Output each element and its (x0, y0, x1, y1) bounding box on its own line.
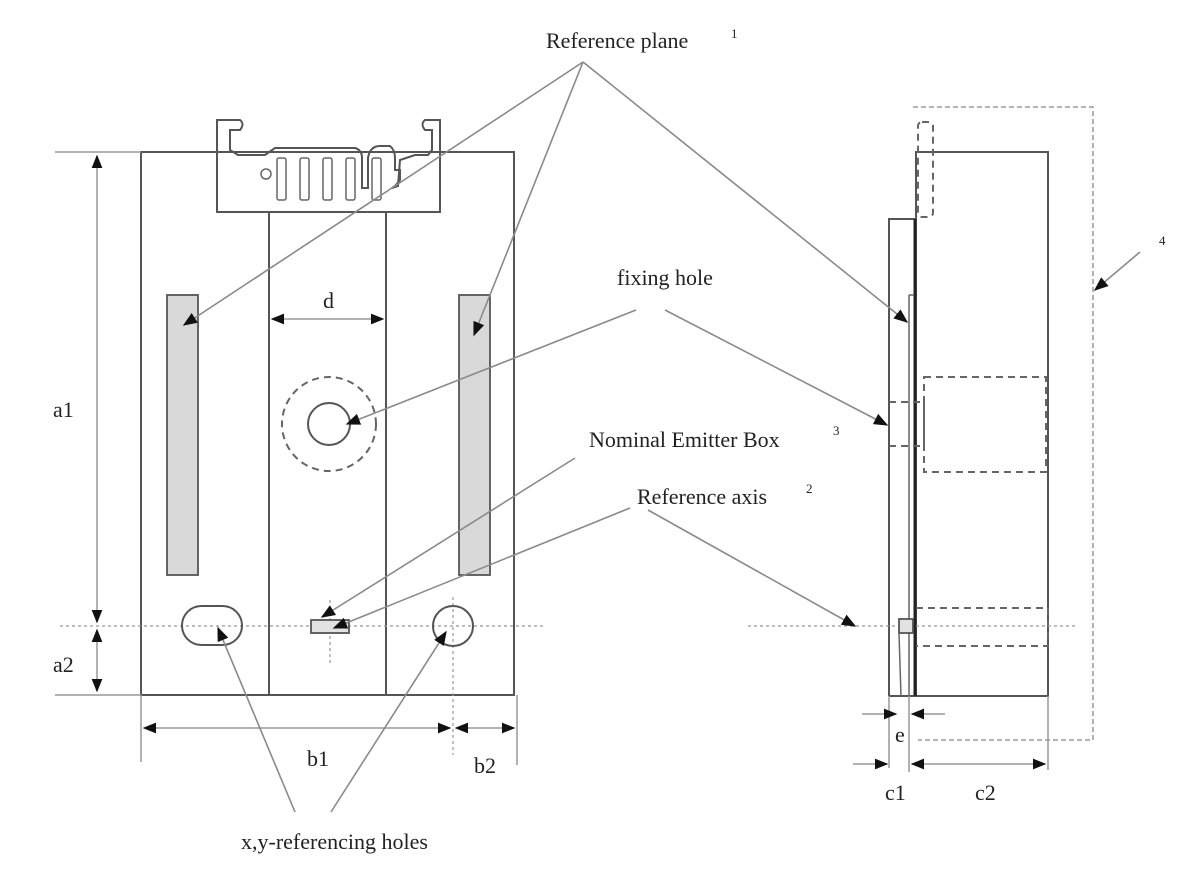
side-emitter-dashed (916, 607, 1049, 647)
leader-lines (182, 61, 1141, 813)
dim-label-a1: a1 (53, 397, 74, 422)
connector-cap (216, 119, 441, 213)
dim-label-b2: b2 (474, 753, 496, 778)
round-reference-hole (432, 605, 474, 647)
side-body (915, 151, 1049, 697)
front-view (60, 119, 545, 755)
dim-label-c2: c2 (975, 780, 996, 805)
side-fixing-hole-dashed (889, 401, 925, 447)
side-cavity-dashed (923, 376, 1047, 473)
label-reference-plane: Reference plane (546, 28, 688, 53)
note-reference-axis: 2 (806, 481, 813, 496)
front-body-outline (140, 151, 515, 696)
slot-hole (181, 605, 243, 646)
fixing-hole (307, 402, 351, 446)
dim-label-d: d (323, 288, 334, 313)
dim-label-b1: b1 (307, 746, 329, 771)
side-view (748, 106, 1094, 741)
dim-label-e: e (895, 722, 905, 747)
dim-label-a2: a2 (53, 652, 74, 677)
outer-envelope-dashed (913, 106, 1094, 741)
side-dimensions (853, 696, 1049, 772)
label-reference-axis: Reference axis (637, 484, 767, 509)
nominal-emitter-box-side (898, 618, 914, 634)
nominal-emitter-box-front (310, 619, 350, 634)
note-reference-plane: 1 (731, 26, 738, 41)
reference-plane-pad-left (166, 294, 199, 576)
front-dimensions (55, 151, 518, 765)
label-nominal-emitter-box: Nominal Emitter Box (589, 427, 780, 452)
label-fixing-hole: fixing hole (617, 265, 713, 290)
side-cap-plate (888, 218, 916, 696)
label-callout-4: 4 (1159, 233, 1166, 248)
note-nominal-emitter-box: 3 (833, 423, 840, 438)
label-xy-referencing-holes: x,y-referencing holes (241, 829, 428, 854)
dim-label-c1: c1 (885, 780, 906, 805)
fixing-hole-clearance (281, 376, 377, 472)
side-connector-dashed (917, 121, 934, 218)
reference-plane-pad-right (458, 294, 491, 576)
